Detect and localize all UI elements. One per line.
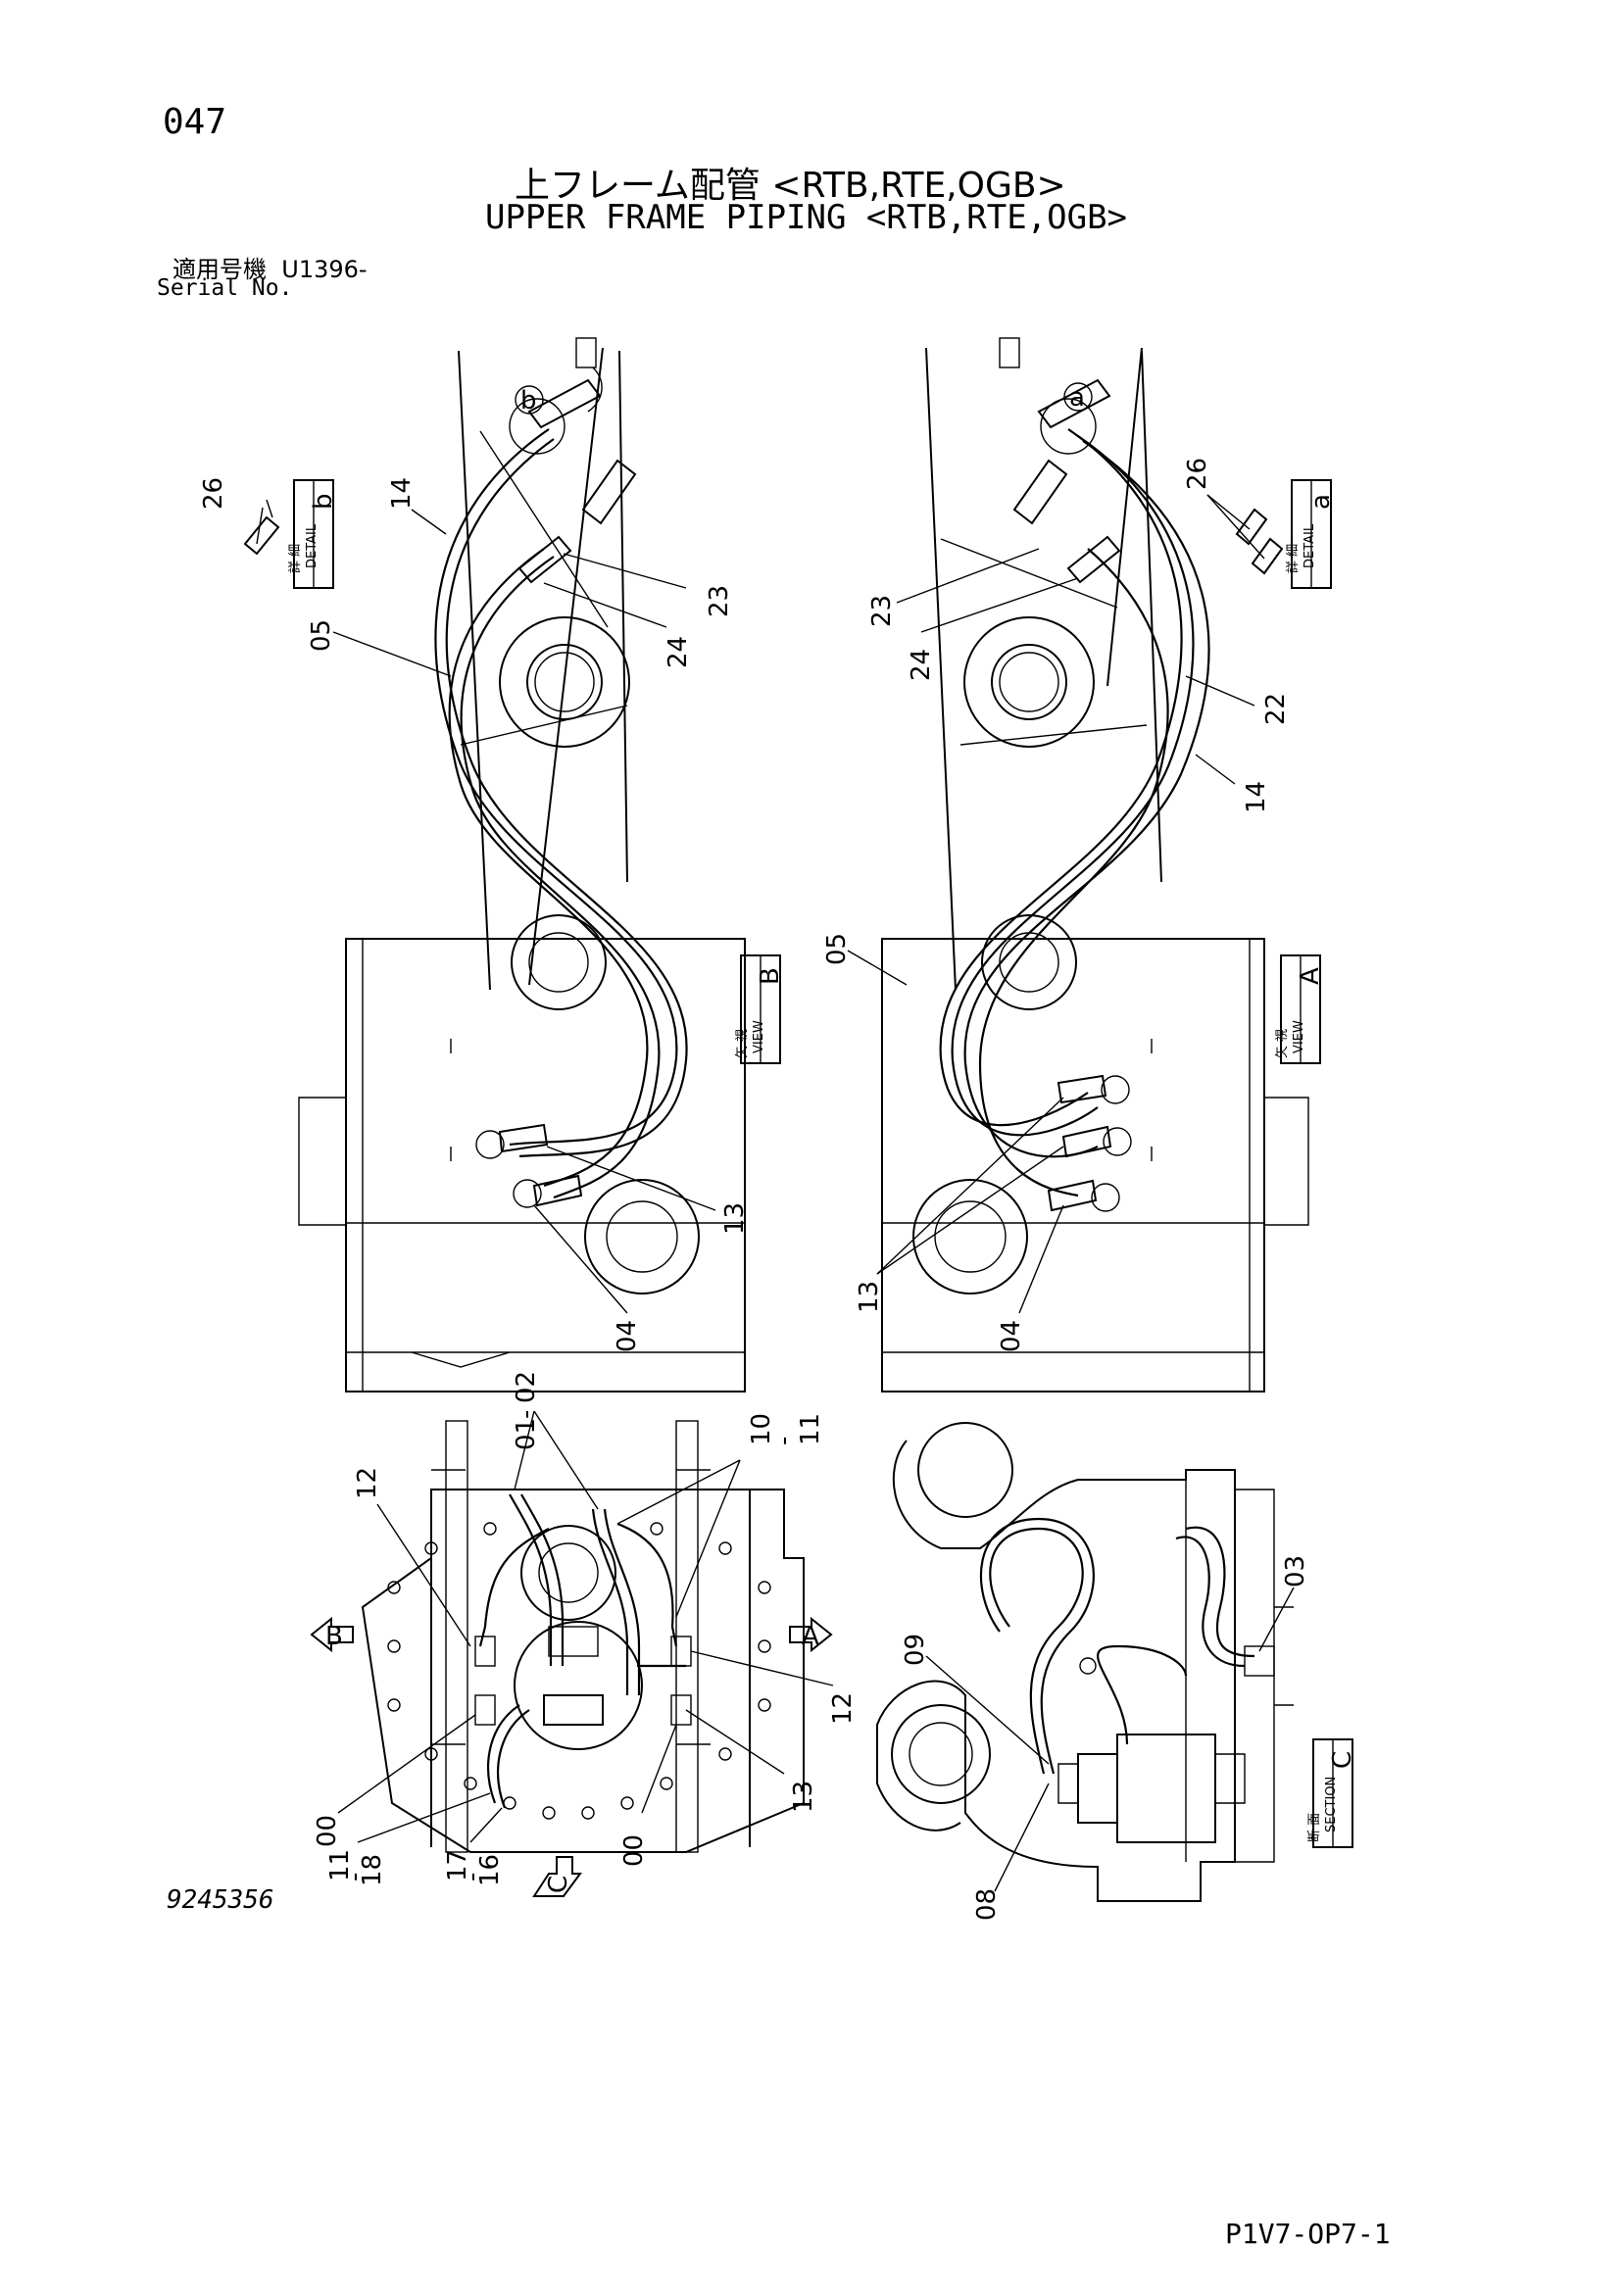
view-b-jp: 矢 視	[735, 1029, 750, 1058]
callout-br-03: 03	[1281, 1555, 1310, 1588]
section-c-drawing: SECTION 断 面 C 09 03 08	[876, 1422, 1357, 1921]
callout-tl-24: 24	[664, 636, 693, 668]
detail-b-box: DETAIL 詳 細 b	[287, 479, 338, 589]
callout-tr-14: 14	[1242, 781, 1271, 813]
callout-tl-05: 05	[307, 619, 336, 652]
view-a-box: VIEW 矢 視 A	[1275, 954, 1325, 1064]
detail-a-jp: 詳 細	[1285, 544, 1301, 573]
page-code: P1V7-OP7-1	[1225, 2218, 1391, 2250]
callout-br-08: 08	[972, 1888, 1002, 1921]
callout-tr-13: 13	[855, 1281, 884, 1313]
callout-tr-23: 23	[867, 595, 897, 627]
callout-bl-10: 10	[747, 1413, 776, 1445]
page-title-japanese: 上フレーム配管 <RTB,RTE,OGB>	[515, 166, 1066, 206]
arrow-marker-b: B	[310, 1616, 354, 1653]
marker-a: a	[1069, 383, 1085, 413]
callout-tr-24: 24	[907, 649, 936, 681]
callout-bl-00a: 00	[313, 1815, 342, 1847]
callout-bl-18: 18	[358, 1854, 387, 1886]
detail-a-box: DETAIL 詳 細 a	[1285, 479, 1336, 589]
marker-a-arrow: A	[802, 1622, 819, 1651]
callout-tr-05: 05	[822, 933, 852, 965]
serial-label-english: Serial No.	[157, 275, 293, 301]
callout-bl-01: 01	[512, 1418, 541, 1450]
detail-a-letter: a	[1306, 494, 1336, 510]
callout-bl-dash4: -	[458, 1873, 487, 1881]
view-b-en: VIEW	[752, 1020, 766, 1053]
callout-br-09: 09	[901, 1634, 930, 1666]
view-b-drawing: b DETAIL 詳 細 b VIEW 矢 視 B 26 14 05	[199, 337, 785, 1392]
callout-bl-11b: 11	[325, 1849, 355, 1881]
page-title-english: UPPER FRAME PIPING <RTB,RTE,OGB>	[485, 198, 1128, 237]
callout-bl-dash3: -	[340, 1873, 369, 1881]
plan-view-drawing: B A C 02 - 01 12 10 - 11 12 00 13 00	[310, 1371, 858, 1897]
arrow-marker-c: C	[532, 1856, 582, 1897]
callout-tl-23: 23	[705, 585, 734, 617]
callout-bl-13: 13	[789, 1781, 818, 1813]
view-b-box: VIEW 矢 視 B	[735, 954, 785, 1064]
section-c-box: SECTION 断 面 C	[1307, 1738, 1357, 1848]
callout-bl-dash1: -	[512, 1410, 541, 1419]
detail-b-en: DETAIL	[305, 523, 319, 568]
callout-bl-00b: 00	[619, 1834, 649, 1867]
section-c-letter: C	[1328, 1751, 1357, 1769]
view-b-letter: B	[756, 967, 785, 985]
document-number: 9245356	[167, 1885, 274, 1915]
callout-tr-22: 22	[1261, 693, 1291, 725]
callout-bl-dash2: -	[769, 1437, 799, 1445]
section-c-en: SECTION	[1324, 1777, 1339, 1832]
callout-bl-12b: 12	[828, 1692, 858, 1725]
marker-b: b	[520, 386, 537, 415]
detail-b-jp: 詳 細	[287, 544, 303, 573]
section-c-jp: 断 面	[1307, 1813, 1322, 1842]
view-a-en: VIEW	[1292, 1020, 1306, 1053]
callout-bl-02: 02	[512, 1371, 541, 1403]
view-a-letter: A	[1296, 967, 1325, 985]
serial-label-jp-text: 適用号機	[172, 256, 267, 283]
callout-tl-14: 14	[387, 477, 417, 510]
view-a-drawing: a DETAIL 詳 細 a VIEW 矢 視 A 26	[822, 337, 1336, 1392]
callout-bl-12a: 12	[353, 1467, 382, 1499]
detail-b-letter: b	[309, 493, 338, 510]
callout-tl-04: 04	[613, 1320, 642, 1352]
callout-tl-26: 26	[199, 477, 228, 510]
arrow-marker-a: A	[789, 1616, 833, 1653]
marker-c-arrow: C	[544, 1876, 573, 1893]
detail-a-en: DETAIL	[1303, 523, 1317, 568]
callout-tr-26: 26	[1183, 458, 1212, 490]
callout-tl-13: 13	[720, 1202, 750, 1235]
marker-b-arrow: B	[325, 1622, 343, 1651]
serial-value: U1396-	[281, 256, 368, 283]
callout-bl-16: 16	[475, 1854, 505, 1886]
page-number: 047	[163, 102, 227, 142]
callout-tr-04: 04	[997, 1320, 1026, 1352]
callout-bl-17: 17	[443, 1849, 472, 1881]
callout-bl-11a: 11	[796, 1413, 825, 1445]
view-a-jp: 矢 視	[1275, 1029, 1290, 1058]
serial-label-japanese: 適用号機 U1396-	[172, 250, 368, 284]
